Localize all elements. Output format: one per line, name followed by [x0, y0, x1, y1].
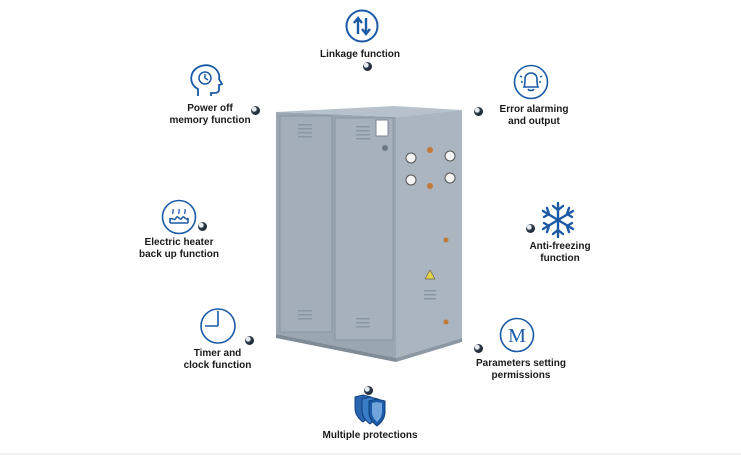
power-off-dot [251, 106, 260, 115]
electric-heater-dot [198, 222, 207, 231]
parameters-feature: Parameters setting permissions [466, 358, 576, 382]
head-clock-icon [190, 64, 224, 96]
power-off-feature: Power off memory function [150, 103, 270, 127]
timer-clock-dot [245, 336, 254, 345]
snowflake-icon [541, 201, 575, 239]
error-alarm-label: Error alarming and output [499, 104, 569, 127]
error-alarm-dot [474, 107, 483, 116]
heater-icon [161, 199, 197, 235]
parameters-label: Parameters setting permissions [475, 358, 567, 381]
bottom-divider [0, 453, 741, 455]
protections-label: Multiple protections [322, 430, 418, 441]
shields-icon [354, 394, 386, 427]
timer-clock-feature: Timer and clock function [165, 348, 270, 372]
anti-freezing-label: Anti-freezing function [529, 241, 591, 264]
parameters-dot [474, 344, 483, 353]
anti-freezing-feature: Anti-freezing function [510, 241, 610, 265]
up-down-arrows-icon [345, 9, 379, 43]
clock-icon [200, 308, 236, 344]
protections-feature: Multiple protections [300, 430, 440, 442]
linkage-dot [363, 62, 372, 71]
svg-text:M: M [508, 325, 526, 347]
heat-pump-unit [276, 106, 462, 362]
linkage-feature: Linkage function [300, 49, 420, 61]
electric-heater-feature: Electric heater back up function [124, 237, 234, 261]
linkage-label: Linkage function [320, 49, 400, 60]
bell-icon [513, 64, 549, 100]
letter-m-icon: M [499, 317, 535, 353]
anti-freezing-dot [526, 224, 535, 233]
power-off-label: Power off memory function [169, 103, 251, 126]
protections-dot [364, 386, 373, 395]
electric-heater-label: Electric heater back up function [139, 237, 219, 260]
timer-clock-label: Timer and clock function [183, 348, 252, 371]
error-alarm-feature: Error alarming and output [484, 104, 584, 128]
